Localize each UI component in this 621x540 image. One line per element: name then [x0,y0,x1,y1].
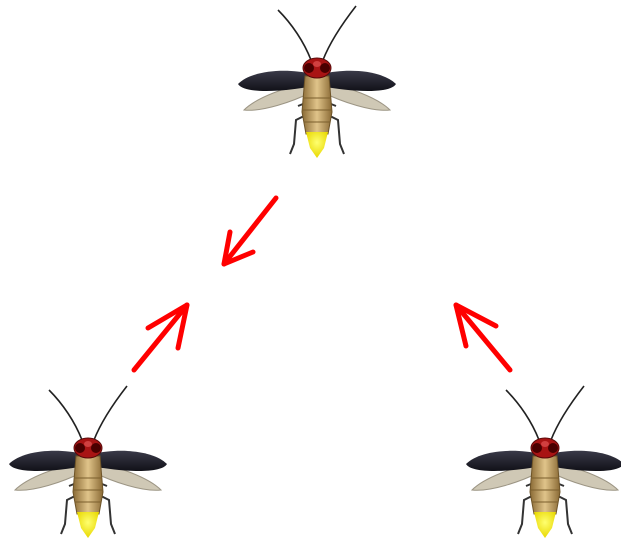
firefly-bottom-left [9,386,167,538]
arrow-top-to-left [224,198,276,264]
firefly-top [238,6,396,158]
firefly-bottom-right [466,386,621,538]
arrow-right-to-up [456,305,510,370]
arrow-left-to-up [134,305,187,370]
